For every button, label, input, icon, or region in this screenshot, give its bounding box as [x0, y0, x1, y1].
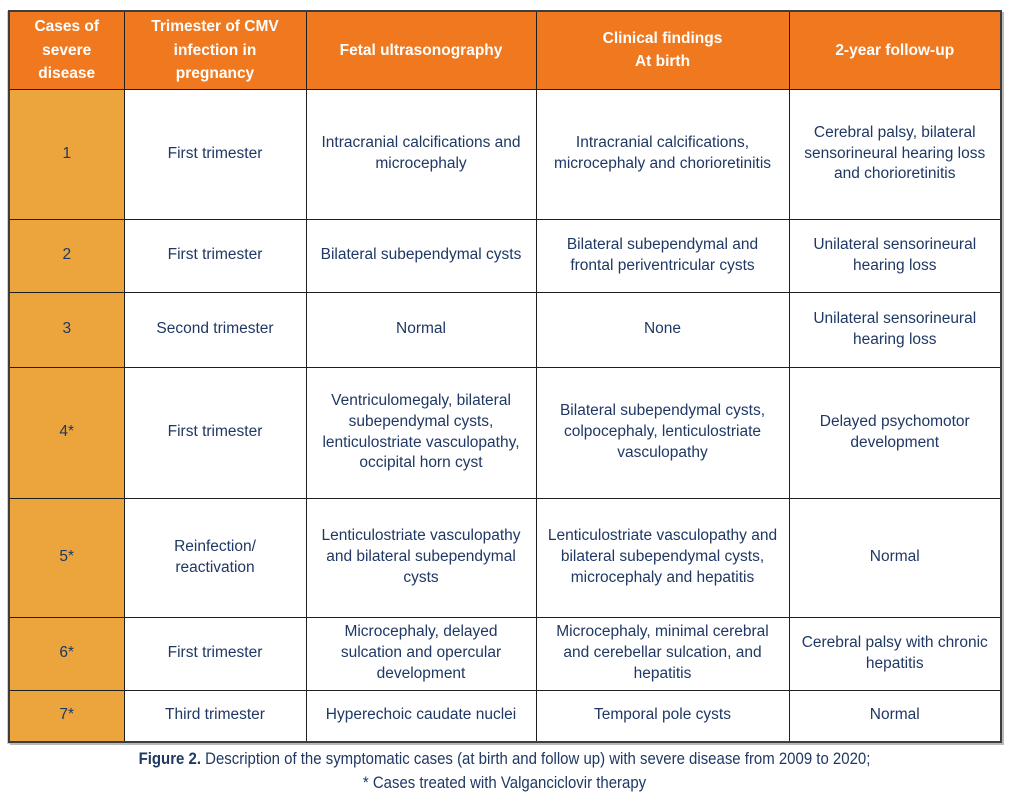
figure-table-container: Cases of severe disease Trimester of CMV…	[8, 10, 1002, 743]
birth-findings-cell: Microcephaly, minimal cerebral and cereb…	[535, 616, 790, 691]
trimester-cell: First trimester	[123, 88, 307, 220]
trimester-cell: First trimester	[123, 616, 307, 691]
ultrasonography-cell: Bilateral subependymal cysts	[305, 218, 537, 293]
case-id-cell: 7*	[8, 689, 125, 743]
table-row: 4* First trimester Ventriculomegaly, bil…	[8, 366, 1002, 499]
trimester-cell: First trimester	[123, 366, 307, 499]
header-followup: 2-year follow-up	[788, 10, 1002, 90]
table-row: 3 Second trimester Normal None Unilatera…	[8, 291, 1002, 368]
ultrasonography-cell: Hyperechoic caudate nuclei	[305, 689, 537, 743]
followup-cell: Cerebral palsy with chronic hepatitis	[788, 616, 1002, 691]
cmv-cases-table: Cases of severe disease Trimester of CMV…	[8, 10, 1002, 743]
caption-figure-label: Figure 2.	[138, 749, 201, 768]
followup-cell: Unilateral sensorineural hearing loss	[788, 218, 1002, 293]
trimester-cell: Second trimester	[123, 291, 307, 368]
birth-findings-cell: Bilateral subependymal and frontal periv…	[535, 218, 790, 293]
header-clinical-findings: Clinical findings At birth	[535, 10, 790, 90]
followup-cell: Normal	[788, 497, 1002, 618]
table-row: 2 First trimester Bilateral subependymal…	[8, 218, 1002, 293]
header-row: Cases of severe disease Trimester of CMV…	[8, 10, 1002, 90]
birth-findings-cell: Bilateral subependymal cysts, colpocepha…	[535, 366, 790, 499]
birth-findings-cell: Lenticulostriate vasculopathy and bilate…	[535, 497, 790, 618]
followup-cell: Cerebral palsy, bilateral sensorineural …	[788, 88, 1002, 220]
case-id-cell: 4*	[8, 366, 125, 499]
birth-findings-cell: Temporal pole cysts	[535, 689, 790, 743]
birth-findings-cell: None	[535, 291, 790, 368]
caption-line-2: * Cases treated with Valganciclovir ther…	[362, 773, 647, 793]
followup-cell: Unilateral sensorineural hearing loss	[788, 291, 1002, 368]
header-trimester: Trimester of CMV infection in pregnancy	[123, 10, 307, 90]
trimester-cell: Reinfection/ reactivation	[123, 497, 307, 618]
trimester-cell: First trimester	[123, 218, 307, 293]
caption-text: Description of the symptomatic cases (at…	[205, 749, 871, 768]
followup-cell: Delayed psychomotor development	[788, 366, 1002, 499]
ultrasonography-cell: Ventriculomegaly, bilateral subependymal…	[305, 366, 537, 499]
case-id-cell: 1	[8, 88, 125, 220]
ultrasonography-cell: Intracranial calcifications and microcep…	[305, 88, 537, 220]
trimester-cell: Third trimester	[123, 689, 307, 743]
figure-caption: Figure 2. Description of the symptomatic…	[0, 747, 1009, 795]
table-row: 7* Third trimester Hyperechoic caudate n…	[8, 689, 1002, 743]
table-row: 5* Reinfection/ reactivation Lenticulost…	[8, 497, 1002, 618]
birth-findings-cell: Intracranial calcifications, microcephal…	[535, 88, 790, 220]
header-cases: Cases of severe disease	[8, 10, 125, 90]
case-id-cell: 3	[8, 291, 125, 368]
case-id-cell: 5*	[8, 497, 125, 618]
caption-line-1: Figure 2. Description of the symptomatic…	[61, 747, 949, 771]
table-row: 1 First trimester Intracranial calcifica…	[8, 88, 1002, 220]
followup-cell: Normal	[788, 689, 1002, 743]
ultrasonography-cell: Lenticulostriate vasculopathy and bilate…	[305, 497, 537, 618]
header-ultrasonography: Fetal ultrasonography	[305, 10, 537, 90]
case-id-cell: 6*	[8, 616, 125, 691]
case-id-cell: 2	[8, 218, 125, 293]
ultrasonography-cell: Microcephaly, delayed sulcation and oper…	[305, 616, 537, 691]
table-row: 6* First trimester Microcephaly, delayed…	[8, 616, 1002, 691]
ultrasonography-cell: Normal	[305, 291, 537, 368]
